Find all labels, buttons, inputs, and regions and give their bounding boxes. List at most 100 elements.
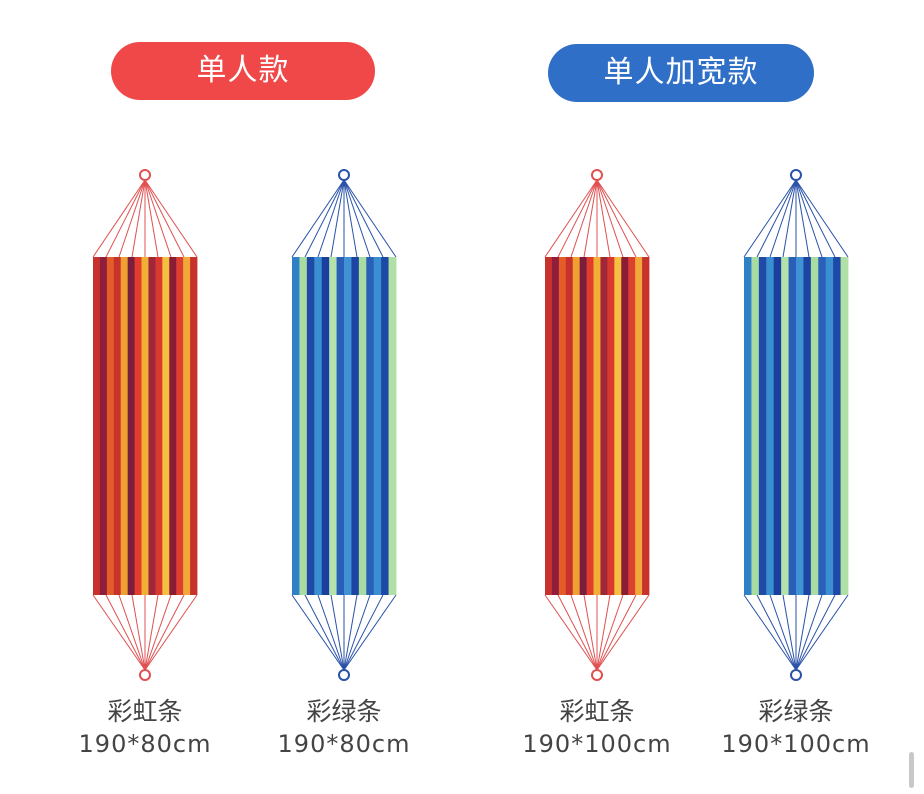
product-size: 190*100cm [522, 730, 672, 758]
fabric-stripe [621, 257, 629, 595]
fabric-stripe [314, 257, 323, 595]
product-name: 彩虹条 [107, 697, 183, 726]
rope-line [596, 594, 650, 671]
product-size: 190*80cm [277, 730, 411, 758]
fabric-stripe [788, 257, 797, 595]
rope-line [92, 179, 146, 258]
fabric-stripe [183, 257, 191, 595]
fabric-stripe [306, 257, 315, 595]
hanging-ring [591, 169, 603, 181]
rope-line [118, 594, 146, 671]
fabric-stripe [833, 257, 841, 595]
fabric-stripe [840, 257, 849, 595]
rope-line [583, 179, 598, 258]
rope-line [544, 179, 598, 258]
rope-line [144, 594, 172, 671]
fabric-stripe [113, 257, 122, 595]
rope-line [557, 179, 598, 258]
fabric-stripe [176, 257, 184, 595]
rope-line [304, 594, 345, 671]
fabric-stripe [744, 257, 752, 595]
fabric-stripe [628, 257, 636, 595]
hammock-green-wide[interactable] [736, 165, 856, 685]
single-wide-variant-header[interactable]: 单人加宽款 [548, 44, 814, 102]
fabric-stripe [148, 257, 156, 595]
fabric-stripe [600, 257, 608, 595]
product-size: 190*80cm [78, 730, 212, 758]
rope-line [570, 179, 598, 258]
hammock-rainbow-single[interactable] [85, 165, 205, 685]
rope-line [795, 179, 849, 258]
fabric-stripe [162, 257, 170, 595]
hanging-ring [790, 169, 802, 181]
fabric-stripe [579, 257, 587, 595]
rope-line [743, 179, 797, 258]
rope-line [782, 594, 797, 671]
fabric-stripe [299, 257, 308, 595]
fabric-stripe [635, 257, 643, 595]
rope-line [596, 179, 624, 258]
fabric-stripe [141, 257, 149, 595]
product-caption: 彩虹条 190*100cm [497, 696, 697, 760]
fabric-stripe [614, 257, 622, 595]
fabric-stripe [321, 257, 330, 595]
fabric-stripe [358, 257, 367, 595]
fabric-stripe [773, 257, 782, 595]
rope-line [144, 594, 185, 671]
rope-line [291, 179, 345, 258]
rope-line [795, 594, 823, 671]
rope-line [596, 594, 637, 671]
rope-line [330, 594, 345, 671]
rope-line [343, 594, 397, 671]
fabric-stripe [607, 257, 615, 595]
rope-line [596, 594, 624, 671]
fabric-stripe [344, 257, 352, 595]
rope-line [795, 594, 836, 671]
fabric-stripe [120, 257, 129, 595]
fabric-stripe [292, 257, 300, 595]
fabric-stripe [93, 257, 101, 595]
rope-line [596, 179, 650, 258]
rope-line [144, 594, 159, 671]
hanging-ring [790, 669, 802, 681]
product-size: 190*100cm [721, 730, 871, 758]
rope-line [343, 179, 397, 258]
fabric-stripe [758, 257, 767, 595]
hanging-ring [338, 669, 350, 681]
rope-line [756, 594, 797, 671]
fabric-stripe [796, 257, 804, 595]
fabric-stripe [127, 257, 135, 595]
product-name: 彩绿条 [758, 697, 834, 726]
hammock-rainbow-wide[interactable] [537, 165, 657, 685]
rope-line [596, 594, 611, 671]
fabric-stripe [106, 257, 115, 595]
rope-line [557, 594, 598, 671]
rope-line [795, 179, 836, 258]
rope-line [304, 179, 345, 258]
fabric-stripe [642, 257, 650, 595]
rope-line [144, 179, 185, 258]
fabric-stripe [818, 257, 827, 595]
rope-line [596, 179, 637, 258]
fabric-stripe [565, 257, 574, 595]
rope-line [131, 179, 146, 258]
fabric-stripe [329, 257, 337, 595]
fabric-stripe [545, 257, 553, 595]
product-caption: 彩绿条 190*100cm [696, 696, 896, 760]
product-caption: 彩虹条 190*80cm [45, 696, 245, 760]
rope-line [343, 594, 358, 671]
fabric-stripe [593, 257, 601, 595]
fabric-stripe [336, 257, 345, 595]
single-variant-header[interactable]: 单人款 [111, 42, 375, 100]
rope-line [756, 179, 797, 258]
rope-line [343, 594, 371, 671]
fabric-stripe [551, 257, 560, 595]
fabric-stripe [751, 257, 760, 595]
scrollbar[interactable] [909, 752, 914, 788]
rope-line [343, 179, 371, 258]
rope-line [343, 179, 384, 258]
rope-line [131, 594, 146, 671]
hammock-green-single[interactable] [284, 165, 404, 685]
rope-line [343, 179, 358, 258]
